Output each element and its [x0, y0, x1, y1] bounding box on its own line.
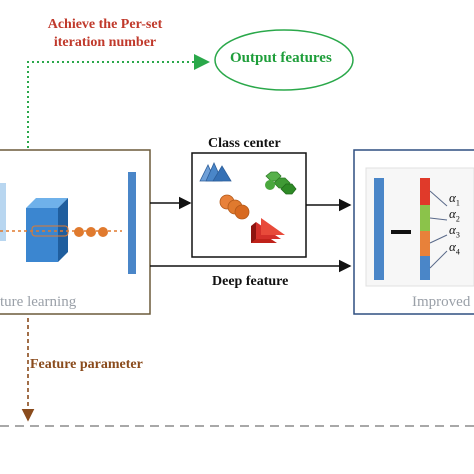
iteration-condition-line1: Achieve the Per-set — [47, 17, 163, 32]
alpha-1-sub: 1 — [455, 198, 460, 208]
iteration-feedback-arrow — [27, 54, 210, 148]
input-block — [0, 183, 6, 241]
feature-parameter-label: Feature parameter — [30, 357, 143, 372]
node-dot — [86, 227, 96, 237]
alpha-2-symbol: α — [449, 206, 456, 221]
output-features-ellipse[interactable] — [214, 29, 354, 91]
alpha-link — [429, 190, 448, 207]
alpha-link — [429, 217, 448, 221]
alpha-4-label: α4 — [449, 239, 460, 257]
hexagon-cluster-icon — [265, 171, 297, 195]
alpha-link — [429, 234, 448, 244]
improved-vector-bar — [374, 178, 384, 280]
segment-red — [420, 178, 430, 205]
segment-orange — [420, 231, 430, 256]
deep-feature-label: Deep feature — [212, 274, 289, 289]
triangle-cluster-icon — [199, 162, 232, 182]
iteration-condition-label: Achieve the Per-set iteration number — [30, 16, 180, 52]
alpha-3-sub: 3 — [455, 230, 460, 240]
alpha-2-label: α2 — [449, 206, 460, 224]
segment-green — [420, 205, 430, 231]
output-features-label[interactable]: Output features — [230, 50, 332, 66]
cube-icon — [26, 198, 68, 262]
alpha-1-symbol: α — [449, 190, 456, 205]
minus-sign-icon — [391, 230, 411, 234]
iteration-condition-line2: iteration number — [53, 35, 157, 50]
alpha-1-label: α1 — [449, 190, 460, 208]
alpha-4-sub: 4 — [455, 247, 460, 257]
feature-learning-label: ture learning — [0, 294, 77, 310]
flow-highlight — [31, 225, 69, 237]
alpha-link — [429, 250, 448, 269]
improved-label: Improved — [412, 294, 471, 310]
alpha-2-sub: 2 — [455, 214, 460, 224]
alpha-4-symbol: α — [449, 239, 456, 254]
feature-vector-bar — [128, 172, 136, 274]
node-dot — [74, 227, 84, 237]
wedge-cluster-icon — [251, 218, 285, 243]
node-dot — [98, 227, 108, 237]
alpha-3-label: α3 — [449, 222, 460, 240]
class-center-label: Class center — [208, 136, 281, 151]
circle-cluster-icon — [219, 194, 250, 220]
segment-blue — [420, 256, 430, 280]
alpha-3-symbol: α — [449, 222, 456, 237]
